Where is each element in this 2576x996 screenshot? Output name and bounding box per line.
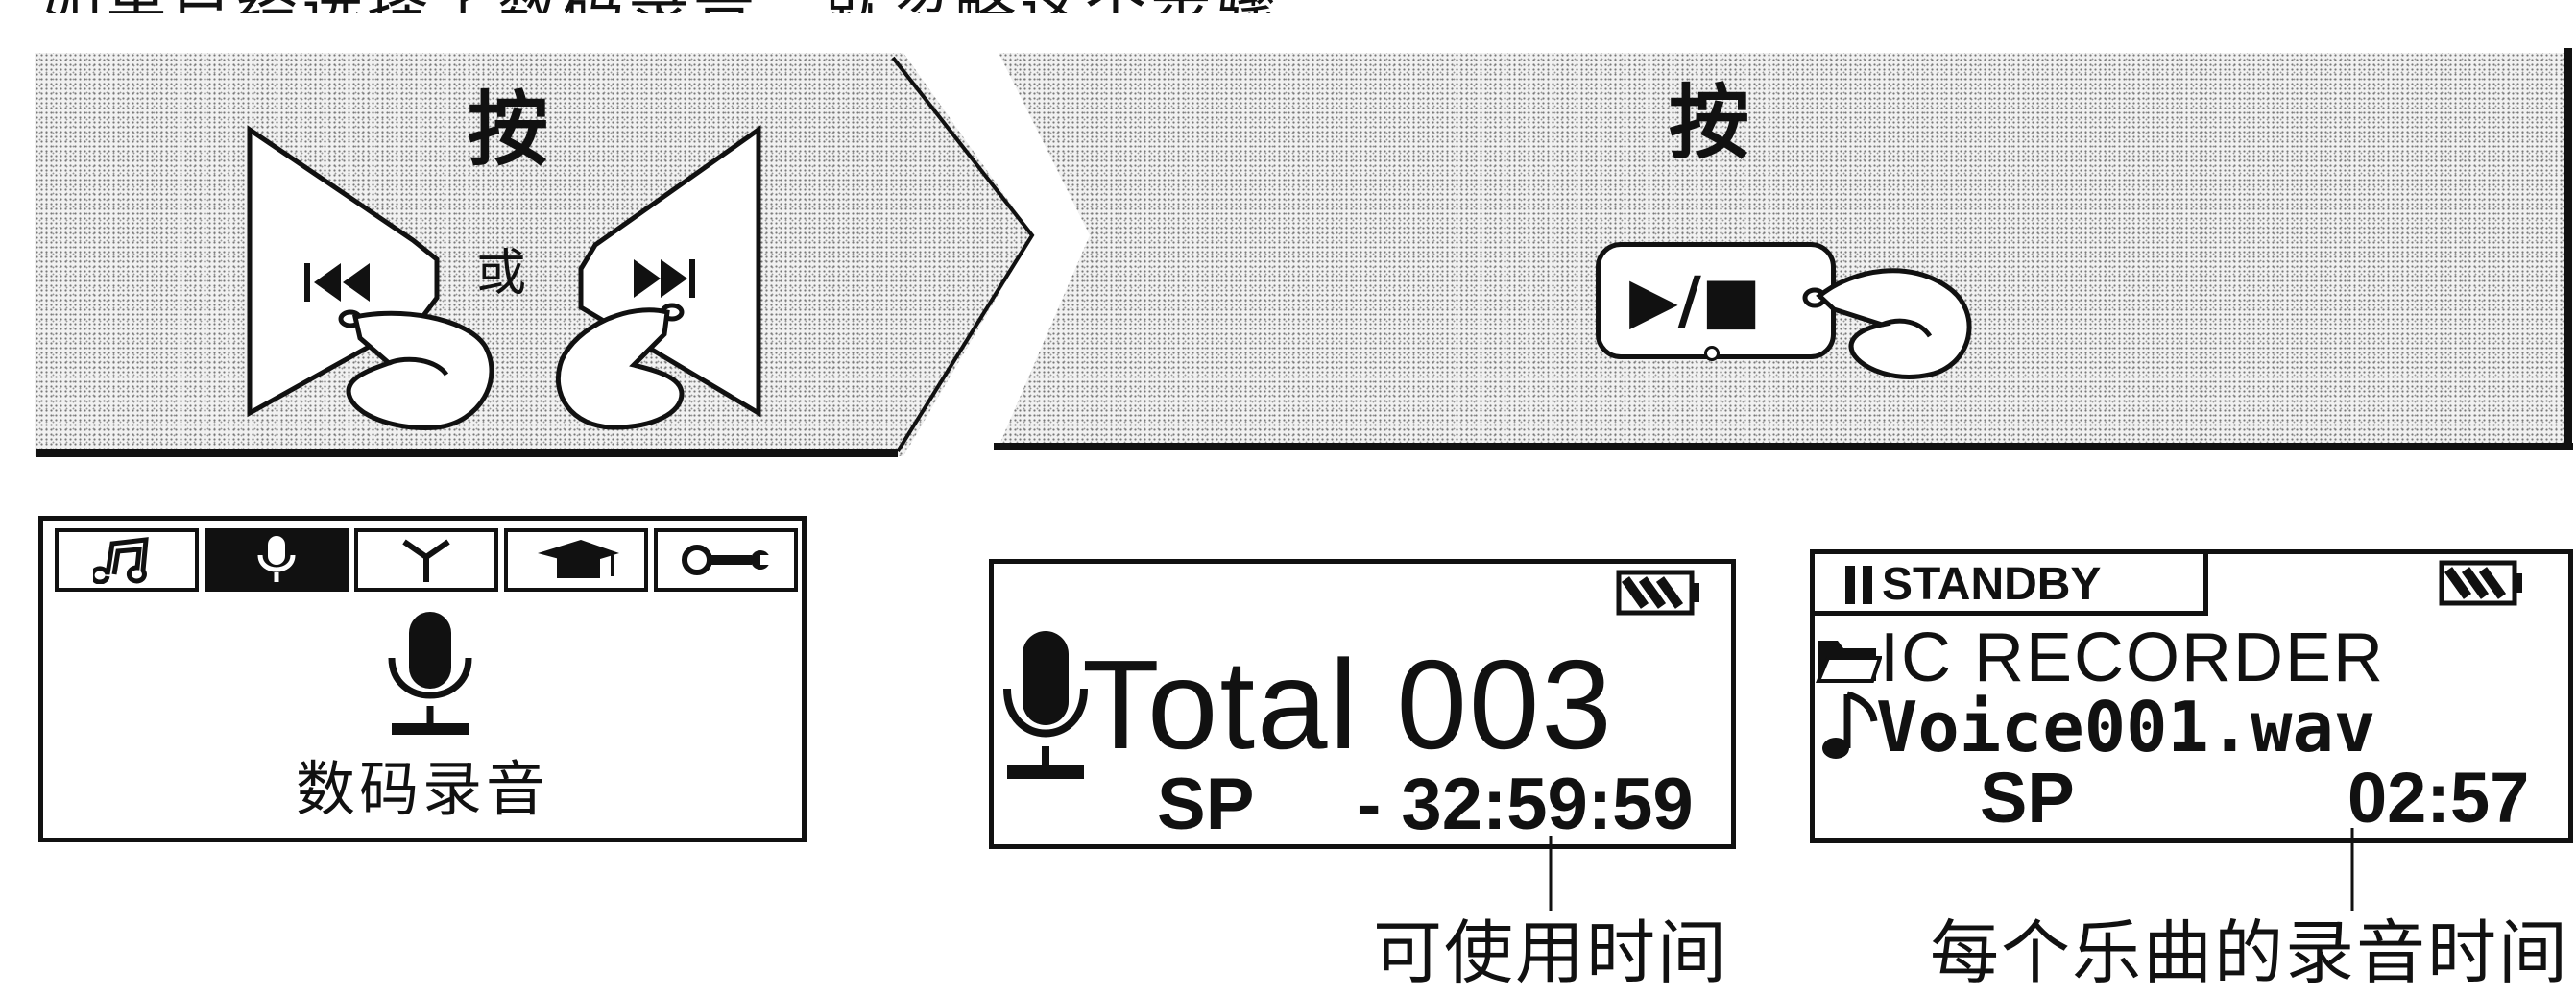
tab-recorder[interactable] xyxy=(205,528,349,592)
available-time-annotation: 可使用时间 xyxy=(1373,912,1729,993)
total-screen: Total 003 SP - 32:59:59 xyxy=(989,559,1736,849)
step2-panel-outline xyxy=(994,48,2573,450)
menu-caption: 数码录音 xyxy=(295,754,549,824)
step1-press-label: 按 xyxy=(468,83,549,177)
tab-music[interactable] xyxy=(55,528,199,592)
header-text: 如果已经选择了数码录音，就忽略这个步骤。 xyxy=(40,0,1346,13)
microphone-icon xyxy=(257,536,296,582)
hand-pointer-icon xyxy=(555,303,685,430)
previous-track-icon xyxy=(304,263,370,302)
step1-arrow-outline xyxy=(36,56,1035,457)
standby-status: STANDBY xyxy=(1882,559,2102,610)
microphone-icon xyxy=(1003,631,1088,779)
antenna-icon xyxy=(402,539,450,582)
folder-name: IC RECORDER xyxy=(1880,619,2386,696)
graduation-cap-icon xyxy=(538,540,619,578)
battery-icon xyxy=(2439,560,2522,606)
previous-button[interactable] xyxy=(245,125,533,432)
hand-pointer-icon xyxy=(338,309,494,430)
menu-screen: 数码录音 xyxy=(38,516,807,842)
track-record-time: 02:57 xyxy=(2347,758,2530,838)
folder-icon xyxy=(1816,641,1882,683)
total-title: Total 003 xyxy=(1082,634,1614,775)
tab-learning[interactable] xyxy=(504,528,648,592)
tab-radio[interactable] xyxy=(354,528,498,592)
wrench-icon xyxy=(682,545,774,575)
tab-settings[interactable] xyxy=(654,528,798,592)
next-track-icon xyxy=(634,259,695,298)
recording-mode: SP xyxy=(1157,764,1255,845)
microphone-icon xyxy=(388,612,472,735)
music-note-icon xyxy=(93,537,149,584)
track-record-time-annotation: 每个乐曲的录音时间 xyxy=(1930,912,2570,993)
step1-panel xyxy=(35,53,1033,456)
file-name: Voice001.wav xyxy=(1876,687,2376,767)
standby-status-box: STANDBY xyxy=(1815,554,2208,616)
music-note-icon xyxy=(1822,691,1878,759)
play-stop-icon: ▶/■ xyxy=(1629,263,1762,337)
battery-icon xyxy=(1616,570,1699,616)
recording-mode: SP xyxy=(1980,758,2075,838)
play-stop-button[interactable]: ▶/■ xyxy=(1596,242,1836,361)
button-indicator-dot xyxy=(1704,346,1720,361)
available-time: - 32:59:59 xyxy=(1357,764,1694,845)
pause-icon xyxy=(1845,566,1872,604)
step1-or-label: 或 xyxy=(476,245,527,303)
next-button[interactable] xyxy=(538,125,826,432)
standby-screen: STANDBY IC RECORDER Voice001.wav SP 02:5… xyxy=(1810,549,2573,843)
step2-press-label: 按 xyxy=(1669,76,1750,170)
hand-pointer-icon xyxy=(1802,268,1972,379)
